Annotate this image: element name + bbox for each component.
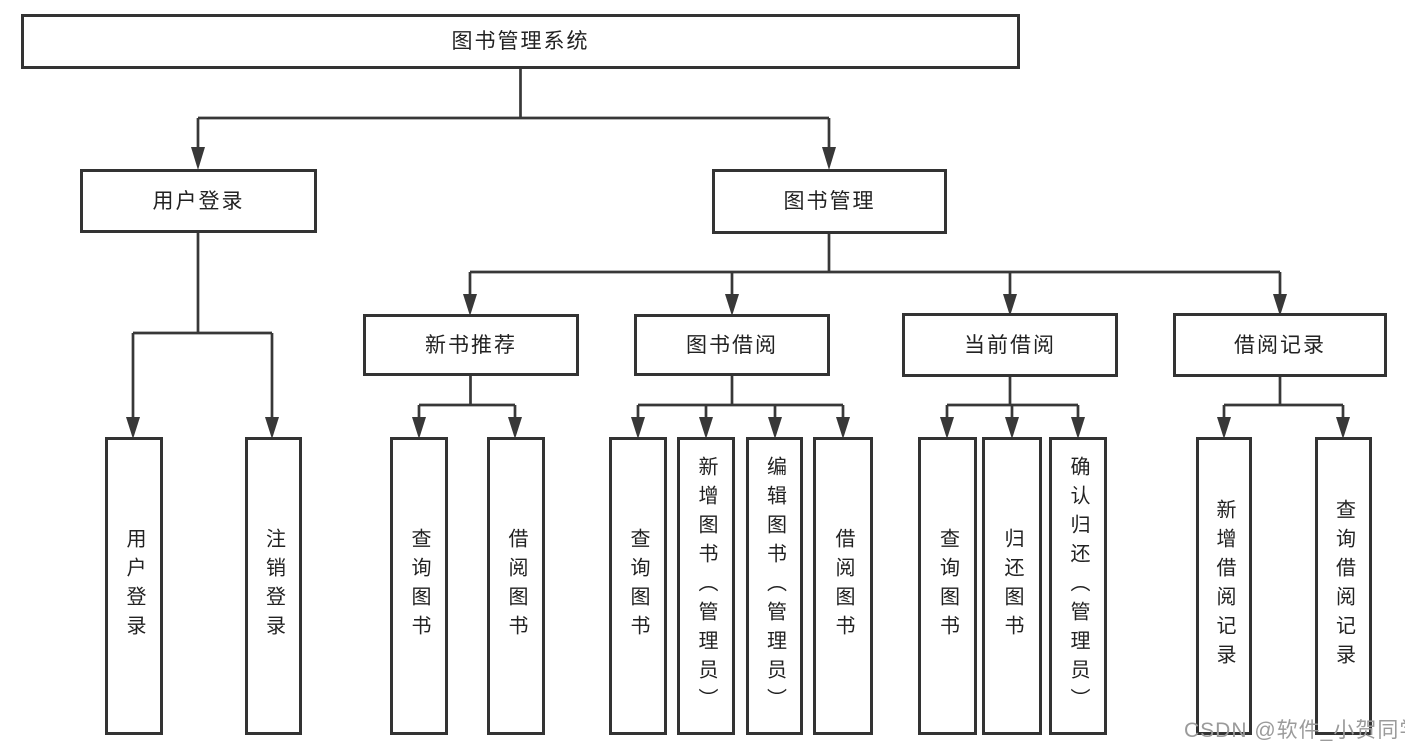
- node-borrow-records: 借阅记录: [1173, 313, 1387, 377]
- leaf-query-book: 查询图书: [390, 437, 448, 735]
- leaf-query-book: 查询图书: [609, 437, 667, 735]
- leaf-borrow-book: 借阅图书: [813, 437, 873, 735]
- leaf-add-book-admin: 新增图书（管理员）: [677, 437, 735, 735]
- leaf-query-book: 查询图书: [918, 437, 977, 735]
- node-user-login: 用户登录: [80, 169, 317, 233]
- node-book-borrowing: 图书借阅: [634, 314, 830, 376]
- node-current-borrowing: 当前借阅: [902, 313, 1118, 377]
- leaf-query-borrow-record: 查询借阅记录: [1315, 437, 1372, 735]
- csdn-watermark: CSDN @软件_小贺同学: [1184, 719, 1405, 742]
- leaf-add-borrow-record: 新增借阅记录: [1196, 437, 1252, 735]
- leaf-logout-login: 注销登录: [245, 437, 302, 735]
- leaf-return-book: 归还图书: [982, 437, 1042, 735]
- node-new-book-recommend: 新书推荐: [363, 314, 579, 376]
- leaf-borrow-book: 借阅图书: [487, 437, 545, 735]
- leaf-user-login: 用户登录: [105, 437, 163, 735]
- leaf-edit-book-admin: 编辑图书（管理员）: [746, 437, 803, 735]
- node-book-management: 图书管理: [712, 169, 947, 234]
- node-root-library-system: 图书管理系统: [21, 14, 1020, 69]
- leaf-confirm-return-admin: 确认归还（管理员）: [1049, 437, 1107, 735]
